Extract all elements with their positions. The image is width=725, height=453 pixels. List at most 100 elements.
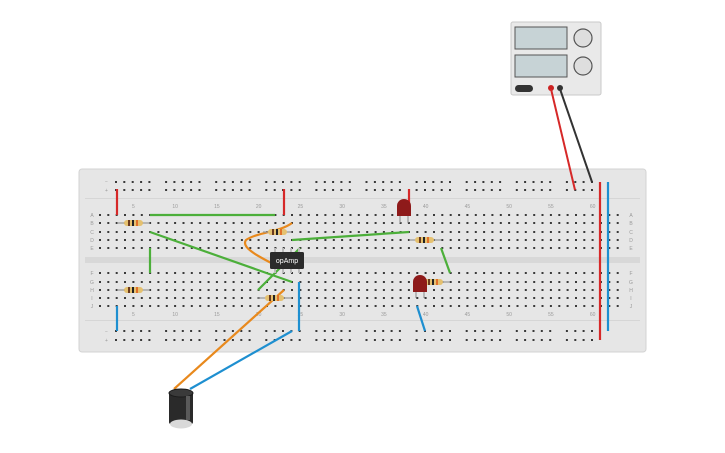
hole-top[interactable] (416, 214, 419, 216)
hole-rail[interactable] (365, 189, 368, 191)
hole-bottom[interactable] (316, 289, 319, 291)
hole-bottom[interactable] (341, 272, 344, 274)
hole-bottom[interactable] (249, 297, 252, 299)
hole-bottom[interactable] (132, 272, 135, 274)
hole-top[interactable] (157, 231, 160, 233)
hole-rail[interactable] (440, 330, 443, 332)
hole-rail[interactable] (181, 189, 184, 191)
hole-bottom[interactable] (483, 281, 486, 283)
hole-rail[interactable] (140, 189, 143, 191)
hole-top[interactable] (558, 239, 561, 241)
hole-bottom[interactable] (332, 272, 335, 274)
hole-rail[interactable] (415, 181, 418, 183)
hole-bottom[interactable] (324, 305, 327, 307)
hole-bottom[interactable] (533, 305, 536, 307)
hole-top[interactable] (107, 239, 110, 241)
hole-top[interactable] (257, 247, 260, 249)
hole-rail[interactable] (524, 339, 527, 341)
hole-top[interactable] (558, 231, 561, 233)
hole-top[interactable] (458, 214, 461, 216)
hole-bottom[interactable] (190, 297, 193, 299)
hole-rail[interactable] (248, 189, 251, 191)
resistor-r6[interactable] (417, 279, 450, 285)
hole-bottom[interactable] (466, 272, 469, 274)
hole-bottom[interactable] (516, 281, 519, 283)
hole-rail[interactable] (499, 330, 502, 332)
hole-bottom[interactable] (215, 297, 218, 299)
hole-rail[interactable] (190, 189, 193, 191)
hole-rail[interactable] (332, 181, 335, 183)
hole-bottom[interactable] (499, 305, 502, 307)
hole-top[interactable] (207, 239, 210, 241)
hole-rail[interactable] (290, 189, 293, 191)
hole-bottom[interactable] (508, 297, 511, 299)
hole-top[interactable] (316, 222, 319, 224)
hole-bottom[interactable] (215, 281, 218, 283)
hole-top[interactable] (99, 247, 101, 249)
hole-top[interactable] (583, 222, 586, 224)
hole-top[interactable] (324, 239, 327, 241)
hole-bottom[interactable] (374, 289, 377, 291)
hole-rail[interactable] (348, 339, 351, 341)
hole-top[interactable] (616, 231, 619, 233)
hole-top[interactable] (566, 231, 569, 233)
hole-bottom[interactable] (407, 297, 410, 299)
hole-bottom[interactable] (499, 289, 502, 291)
hole-rail[interactable] (424, 339, 426, 341)
hole-top[interactable] (266, 247, 268, 249)
hole-bottom[interactable] (583, 289, 586, 291)
hole-top[interactable] (416, 231, 419, 233)
hole-top[interactable] (399, 239, 402, 241)
hole-bottom[interactable] (99, 281, 101, 283)
hole-bottom[interactable] (316, 305, 319, 307)
hole-top[interactable] (307, 231, 310, 233)
hole-bottom[interactable] (132, 305, 135, 307)
hole-bottom[interactable] (140, 272, 143, 274)
hole-top[interactable] (107, 247, 110, 249)
hole-top[interactable] (399, 247, 402, 249)
hole-bottom[interactable] (407, 305, 410, 307)
hole-top[interactable] (566, 214, 569, 216)
hole-rail[interactable] (524, 181, 527, 183)
hole-bottom[interactable] (424, 289, 427, 291)
hole-rail[interactable] (515, 330, 518, 332)
hole-top[interactable] (575, 231, 577, 233)
hole-rail[interactable] (215, 181, 218, 183)
hole-top[interactable] (516, 239, 519, 241)
hole-rail[interactable] (524, 189, 527, 191)
hole-rail[interactable] (465, 189, 468, 191)
hole-bottom[interactable] (583, 297, 586, 299)
hole-bottom[interactable] (416, 297, 419, 299)
hole-bottom[interactable] (499, 272, 502, 274)
hole-bottom[interactable] (566, 281, 569, 283)
hole-top[interactable] (324, 247, 327, 249)
hole-bottom[interactable] (349, 305, 352, 307)
hole-top[interactable] (366, 222, 369, 224)
hole-top[interactable] (240, 247, 243, 249)
hole-top[interactable] (483, 214, 486, 216)
hole-rail[interactable] (340, 339, 343, 341)
hole-top[interactable] (99, 222, 101, 224)
hole-bottom[interactable] (474, 281, 477, 283)
hole-top[interactable] (299, 222, 302, 224)
hole-top[interactable] (174, 247, 177, 249)
hole-rail[interactable] (373, 339, 376, 341)
hole-rail[interactable] (298, 189, 301, 191)
hole-bottom[interactable] (491, 272, 494, 274)
power-switch[interactable] (515, 85, 533, 92)
hole-rail[interactable] (373, 181, 376, 183)
hole-bottom[interactable] (382, 281, 385, 283)
hole-bottom[interactable] (541, 289, 544, 291)
hole-bottom[interactable] (382, 305, 385, 307)
hole-rail[interactable] (591, 330, 593, 332)
hole-rail[interactable] (515, 339, 518, 341)
hole-rail[interactable] (373, 189, 376, 191)
hole-bottom[interactable] (240, 289, 243, 291)
hole-bottom[interactable] (616, 305, 619, 307)
hole-rail[interactable] (273, 330, 276, 332)
hole-top[interactable] (558, 214, 561, 216)
hole-rail[interactable] (574, 330, 577, 332)
hole-top[interactable] (224, 222, 227, 224)
hole-bottom[interactable] (458, 281, 461, 283)
hole-rail[interactable] (532, 189, 535, 191)
